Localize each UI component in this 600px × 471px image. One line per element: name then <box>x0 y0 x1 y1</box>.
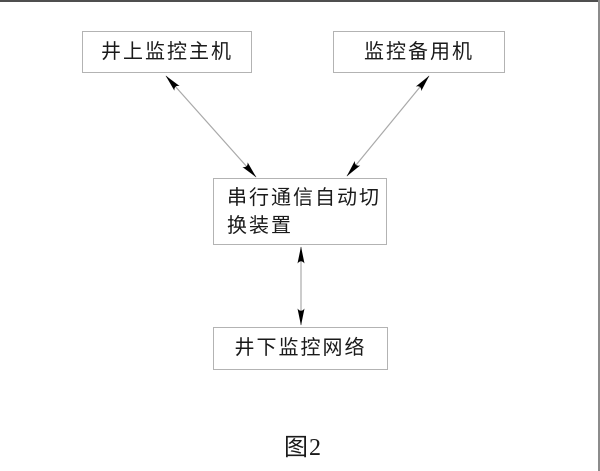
node-label-line: 串行通信自动切 <box>227 187 381 209</box>
connector-backup-to-switch <box>346 75 430 177</box>
node-surface-monitoring-host: 井上监控主机 <box>82 31 252 73</box>
page-right-edge-line <box>598 0 600 471</box>
node-label-line: 换装置 <box>227 215 293 237</box>
node-serial-auto-switch-device: 串行通信自动切 换装置 <box>213 178 387 245</box>
connector-host-to-switch <box>165 75 257 178</box>
page-top-edge-line <box>0 0 600 2</box>
figure-caption: 图2 <box>284 435 322 461</box>
node-monitoring-backup-machine: 监控备用机 <box>333 31 505 73</box>
node-underground-monitoring-network: 井下监控网络 <box>213 327 388 370</box>
